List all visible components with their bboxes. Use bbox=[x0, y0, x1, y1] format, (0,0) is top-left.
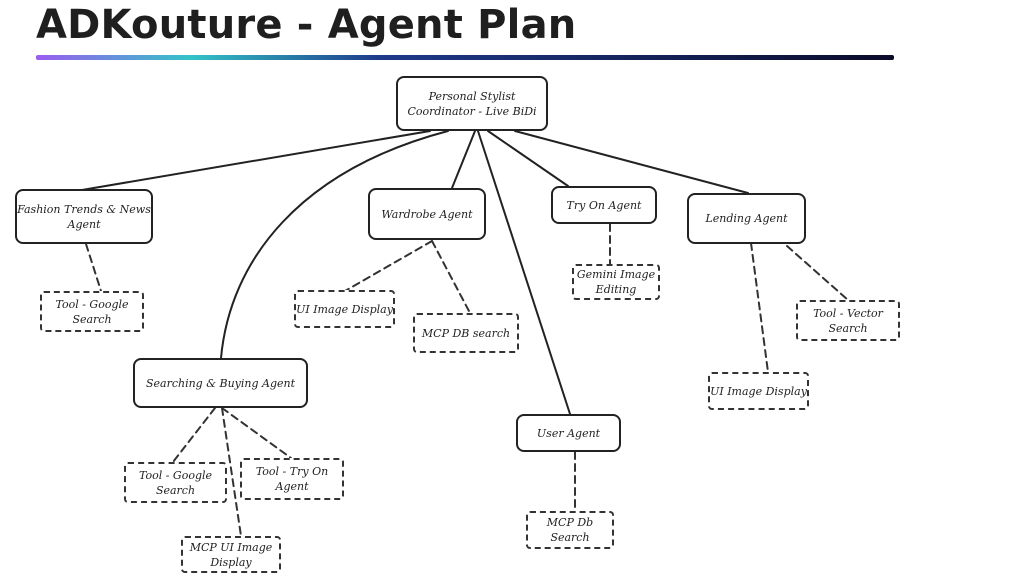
edge-searchbuy-google bbox=[172, 407, 216, 463]
node-tool-google-searchbuy: Tool - Google Search bbox=[124, 462, 227, 503]
node-tryon-agent: Try On Agent bbox=[551, 186, 657, 224]
node-fashion-agent: Fashion Trends & News Agent bbox=[15, 189, 153, 244]
edge-searchbuy-mcpui bbox=[221, 407, 242, 537]
title-underline bbox=[36, 55, 894, 60]
node-tool-try-on-agent-label: Tool - Try On Agent bbox=[255, 465, 329, 493]
page-title: ADKouture - Agent Plan bbox=[36, 2, 577, 48]
node-mcp-db-search-user-label: MCP Db Search bbox=[546, 516, 594, 544]
node-mcp-ui-image-display-label: MCP UI Image Display bbox=[189, 540, 273, 569]
node-mcp-db-search-wardrobe-label: MCP DB search bbox=[421, 326, 511, 340]
node-wardrobe-agent-label: Wardrobe Agent bbox=[381, 207, 473, 221]
node-ui-image-display-lending: UI Image Display bbox=[708, 372, 809, 410]
node-gemini-image-editing-label: Gemini Image Editing bbox=[576, 268, 656, 296]
node-ui-image-display-wardrobe: UI Image Display bbox=[294, 290, 395, 328]
node-fashion-agent-label: Fashion Trends & News Agent bbox=[17, 202, 151, 231]
node-wardrobe-agent: Wardrobe Agent bbox=[368, 188, 486, 240]
node-tool-vector-search: Tool - Vector Search bbox=[796, 300, 900, 341]
node-user-agent-label: User Agent bbox=[536, 426, 601, 440]
node-tryon-agent-label: Try On Agent bbox=[566, 198, 642, 212]
node-mcp-db-search-user: MCP Db Search bbox=[526, 511, 614, 549]
edge-coordinator-tryon bbox=[487, 130, 569, 187]
node-tool-google-fashion: Tool - Google Search bbox=[40, 291, 144, 332]
edge-coordinator-lending bbox=[514, 130, 749, 194]
node-mcp-ui-image-display: MCP UI Image Display bbox=[181, 536, 281, 573]
node-tool-try-on-agent: Tool - Try On Agent bbox=[240, 458, 344, 500]
node-lending-agent: Lending Agent bbox=[687, 193, 806, 244]
node-search-buy-agent: Searching & Buying Agent bbox=[133, 358, 308, 408]
edge-coordinator-user bbox=[477, 130, 571, 415]
node-coordinator-label: Personal Stylist Coordinator - Live BiDi bbox=[407, 89, 537, 118]
node-lending-agent-label: Lending Agent bbox=[705, 212, 788, 225]
node-ui-image-display-lending-label: UI Image Display bbox=[710, 384, 807, 398]
node-coordinator: Personal Stylist Coordinator - Live BiDi bbox=[396, 76, 548, 131]
edge-wardrobe-mcp bbox=[431, 240, 471, 314]
edge-wardrobe-ui bbox=[344, 240, 433, 292]
node-tool-google-searchbuy-label: Tool - Google Search bbox=[138, 468, 213, 497]
edge-lending-ui bbox=[750, 242, 769, 373]
node-ui-image-display-wardrobe-label: UI Image Display bbox=[296, 302, 393, 316]
edge-coordinator-wardrobe bbox=[451, 130, 476, 189]
edge-coordinator-searchbuy bbox=[220, 130, 449, 359]
edge-searchbuy-tryon bbox=[221, 407, 292, 459]
node-tool-google-fashion-label: Tool - Google Search bbox=[55, 297, 129, 326]
node-mcp-db-search-wardrobe: MCP DB search bbox=[413, 313, 519, 353]
node-gemini-image-editing: Gemini Image Editing bbox=[572, 264, 660, 300]
edge-fashion-tool bbox=[85, 243, 102, 292]
node-tool-vector-search-label: Tool - Vector Search bbox=[813, 306, 883, 335]
edge-lending-vector bbox=[786, 245, 849, 301]
node-search-buy-agent-label: Searching & Buying Agent bbox=[145, 376, 296, 390]
edge-coordinator-fashion bbox=[81, 130, 431, 191]
node-user-agent: User Agent bbox=[516, 414, 621, 452]
